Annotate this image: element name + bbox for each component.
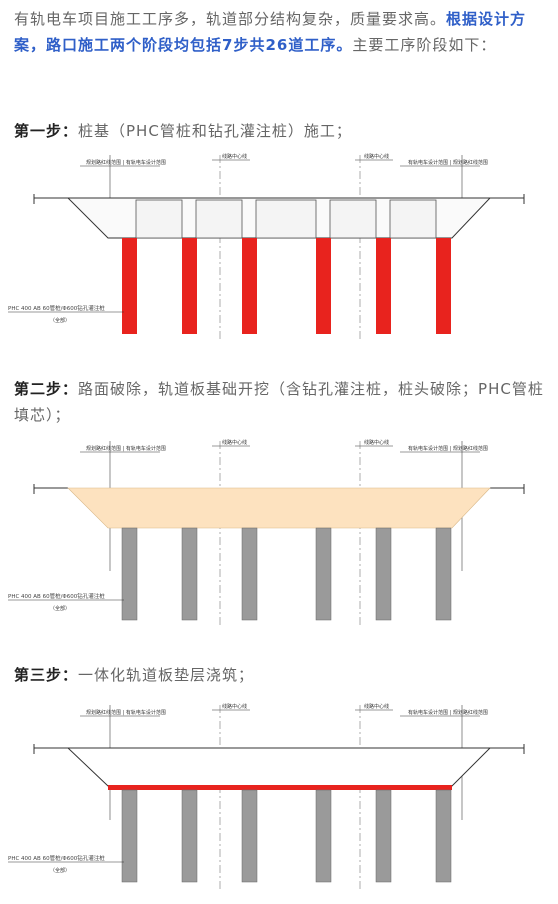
step-3-heading: 第三步：一体化轨道板垫层浇筑； [14,662,544,688]
pile-sub: （全部） [50,317,70,324]
diagram-label-center1: 线路中心线 [222,703,247,710]
step-lead: 第一步： [14,122,79,140]
diagram-label-center1: 线路中心线 [222,153,247,160]
pile-label: PHC 400 AB 60管桩/Φ600钻孔灌注桩 [8,854,105,862]
diagram-label-center2: 线路中心线 [364,153,389,160]
pile-sub: （全部） [50,867,70,874]
excavation-fill [67,487,491,529]
intro-paragraph: 有轨电车项目施工工序多，轨道部分结构复杂，质量要求高。根据设计方案，路口施工两个… [14,6,544,58]
diagram-label-center2: 线路中心线 [364,439,389,446]
step-desc: 路面破除，轨道板基础开挖（含钻孔灌注桩，桩头破除；PHC管桩填芯）； [14,380,544,424]
pile-group [121,527,452,621]
cushion-layer [108,785,452,790]
diagram-label-left: 规划路红线范围 | 有轨电车设计范围 [86,709,166,716]
diagram-label-right: 有轨电车设计范围 | 规划路红线范围 [408,445,488,452]
intro-tail: 主要工序阶段如下： [352,36,497,54]
pile-sub: （全部） [50,605,70,612]
step-2-heading: 第二步：路面破除，轨道板基础开挖（含钻孔灌注桩，桩头破除；PHC管桩填芯）； [14,376,544,428]
diagram-label-left: 规划路红线范围 | 有轨电车设计范围 [86,159,166,166]
step-lead: 第二步： [14,380,79,398]
diagram-label-center2: 线路中心线 [364,703,389,710]
diagram-label-right: 有轨电车设计范围 | 规划路红线范围 [408,709,488,716]
step-desc: 桩基（PHC管桩和钻孔灌注桩）施工； [78,122,352,140]
step-2-diagram: 规划路红线范围 | 有轨电车设计范围 线路中心线 线路中心线 有轨电车设计范围 … [0,436,558,626]
step-1-diagram: 规划路红线范围 | 有轨电车设计范围 线路中心线 线路中心线 有轨电车设计范围 … [0,150,558,340]
intro-text: 有轨电车项目施工工序多，轨道部分结构复杂，质量要求高。 [14,10,447,28]
diagram-label-left: 规划路红线范围 | 有轨电车设计范围 [86,445,166,452]
diagram-label-center1: 线路中心线 [222,439,247,446]
intro-highlight: 根据设计方案，路口施工两个阶段均包括7步共26道工序。 [14,10,527,54]
diagram-label-right: 有轨电车设计范围 | 规划路红线范围 [408,159,488,166]
step-1-heading: 第一步：桩基（PHC管桩和钻孔灌注桩）施工； [14,118,544,144]
pile-group [122,238,451,334]
step-3-diagram: 规划路红线范围 | 有轨电车设计范围 线路中心线 线路中心线 有轨电车设计范围 … [0,700,558,890]
pile-label: PHC 400 AB 60管桩/Φ600钻孔灌注桩 [8,304,105,312]
step-lead: 第三步： [14,666,79,684]
pile-group [121,789,452,883]
step-desc: 一体化轨道板垫层浇筑； [78,666,255,684]
pile-label: PHC 400 AB 60管桩/Φ600钻孔灌注桩 [8,592,105,600]
